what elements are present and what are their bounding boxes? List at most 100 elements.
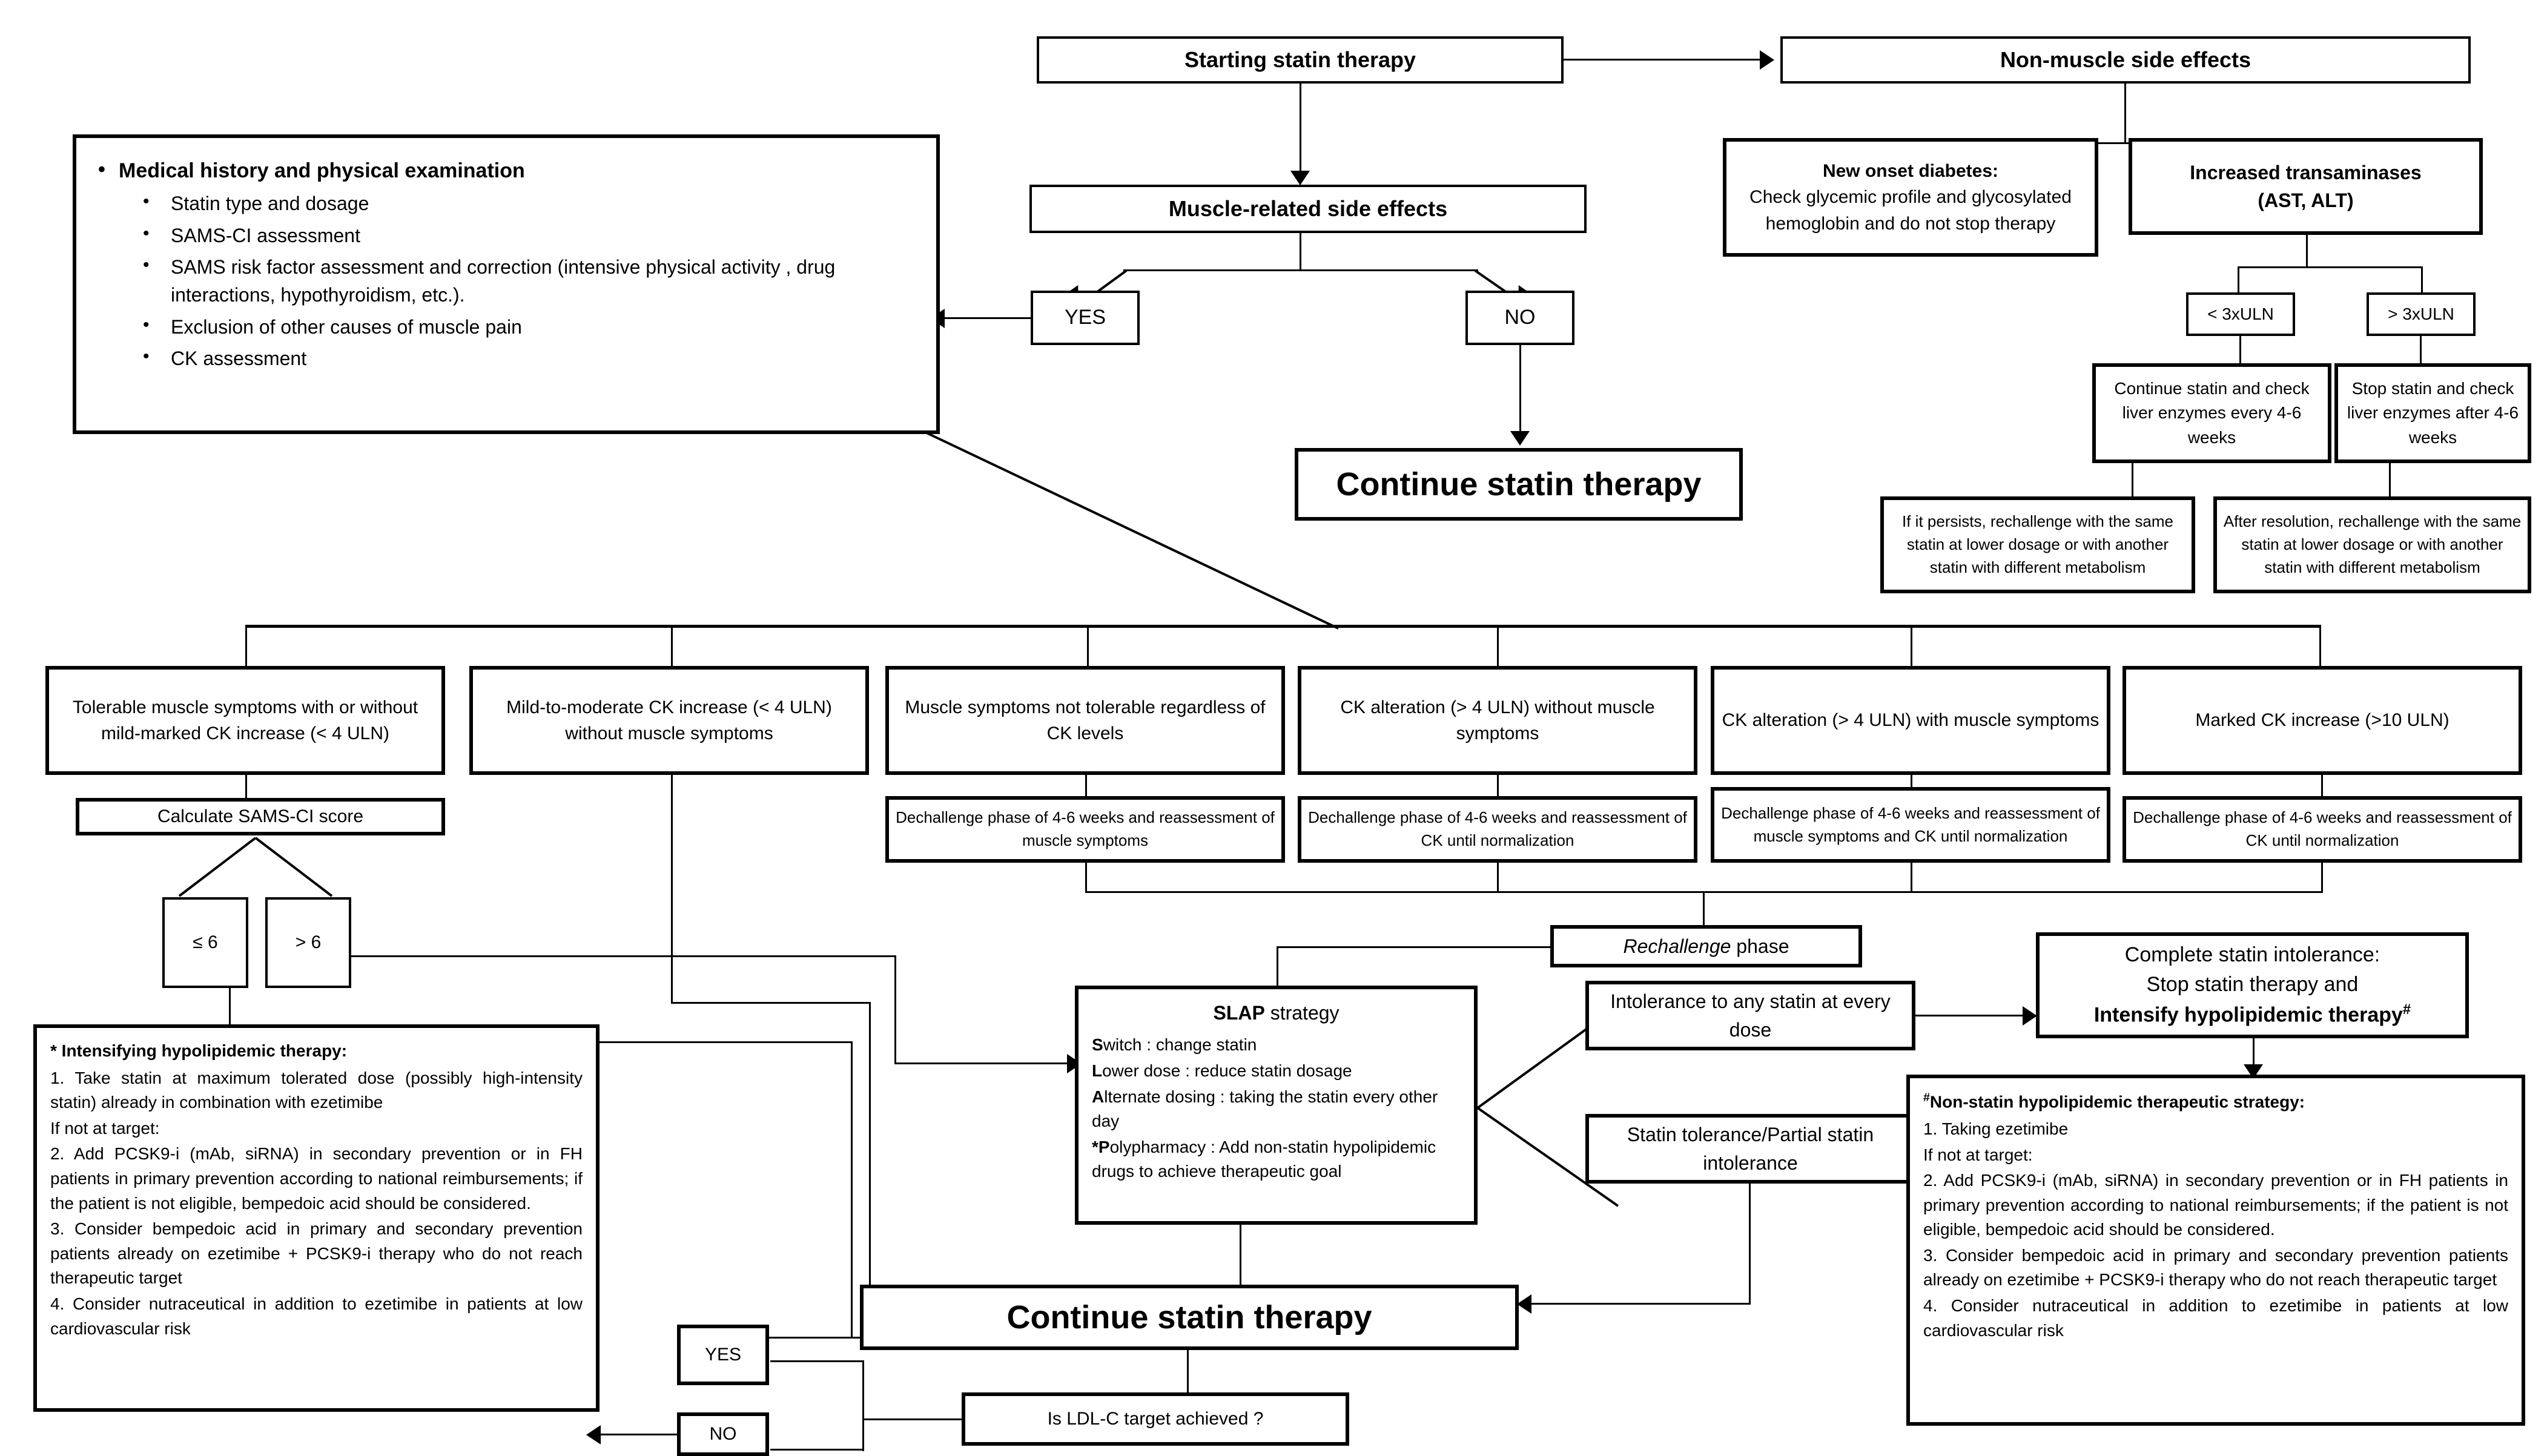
node-rechallenge-phase[interactable]: Rechallenge phase [1550,925,1862,967]
box-new-onset-diabetes[interactable]: New onset diabetes: Check glycemic profi… [1723,138,2098,257]
complete-line1: Complete statin intolerance: [2046,940,2459,970]
box-calculate-sams-ci[interactable]: Calculate SAMS-CI score [76,798,445,835]
category-label: Mild-to-moderate CK increase (< 4 ULN) w… [506,697,832,744]
node-uln-less-3x[interactable]: < 3xULN [2186,292,2295,336]
connector-to-uln-more [2421,266,2423,294]
category-box-2[interactable]: Mild-to-moderate CK increase (< 4 ULN) w… [469,666,869,775]
node-starting-statin-therapy[interactable]: Starting statin therapy [1037,36,1564,84]
box-continue-statin-liver-check[interactable]: Continue statin and check liver enzymes … [2092,363,2331,463]
connector-sams-to-gt6-diagonal [254,837,333,897]
nonstatin-heading-text: Non-statin hypolipidemic therapeutic str… [1929,1092,2305,1112]
connector-gt6-right [351,955,896,957]
connector-cat2-down2 [869,1002,871,1299]
complete-line1-text: Complete statin intolerance: [2124,943,2380,966]
connector-category-bus [245,625,2321,628]
action-box-6[interactable]: Dechallenge phase of 4-6 weeks and reass… [2122,796,2522,863]
box-nonstatin-strategy[interactable]: #Non-statin hypolipidemic therapeutic st… [1906,1075,2525,1426]
category-box-6[interactable]: Marked CK increase (>10 ULN) [2122,666,2522,775]
node-sams-score-le-6[interactable]: ≤ 6 [162,897,248,988]
category-box-5[interactable]: CK alteration (> 4 ULN) with muscle symp… [1711,666,2110,775]
node-statin-tolerance-partial[interactable]: Statin tolerance/Partial statin intolera… [1585,1114,1915,1184]
node-yes-ldl[interactable]: YES [677,1325,769,1385]
connector-cat6-to-action6 [2321,775,2323,799]
connector-nonmuscle-stem [2124,84,2126,144]
transaminases-line2: (AST, ALT) [2138,186,2473,214]
slap-line: Switch : change statin [1092,1033,1461,1058]
slap-initial: A [1092,1087,1105,1106]
history-heading-text: Medical history and physical examination [119,159,525,182]
connector-start-to-nonmuscle [1564,59,1763,61]
node-label: < 3xULN [2207,304,2274,323]
action-box-5[interactable]: Dechallenge phase of 4-6 weeks and reass… [1711,787,2110,863]
connector-continue-to-ldl [1187,1350,1189,1397]
category-box-3[interactable]: Muscle symptoms not tolerable regardless… [885,666,1285,775]
node-uln-more-3x[interactable]: > 3xULN [2367,292,2476,336]
history-item-text: SAMS risk factor assessment and correcti… [171,256,836,306]
nonstatin-paragraph: 1. Taking ezetimibe [1923,1117,2508,1142]
history-item-text: Statin type and dosage [171,193,369,215]
connector-le6-down2 [851,1041,853,1338]
rechallenge-rest: phase [1731,935,1789,957]
history-item-text: SAMS-CI assessment [171,224,360,246]
slap-rest: olypharmacy : Add non-statin hypolipidem… [1092,1137,1436,1181]
category-box-1[interactable]: Tolerable muscle symptoms with or withou… [45,666,445,775]
connector-ldl-to-yes [770,1360,864,1362]
box-stop-statin-liver-check[interactable]: Stop statin and check liver enzymes afte… [2334,363,2531,463]
intensifying-paragraph: 1. Take statin at maximum tolerated dose… [50,1066,583,1115]
action-box-4[interactable]: Dechallenge phase of 4-6 weeks and reass… [1298,796,1697,863]
node-continue-statin-bottom[interactable]: Continue statin therapy [860,1285,1519,1350]
intensifying-paragraph-text: 2. Add PCSK9-i (mAb, siRNA) in secondary… [50,1144,583,1213]
box-complete-statin-intolerance[interactable]: Complete statin intolerance: Stop statin… [2036,932,2469,1038]
slap-rest: lternate dosing : taking the statin ever… [1092,1087,1438,1131]
diabetes-title-text: New onset diabetes: [1822,160,1999,181]
node-is-ldl-target-achieved[interactable]: Is LDL-C target achieved ? [962,1392,1349,1446]
connector-continue-to-persists [2132,463,2133,499]
connector-action6-down [2321,863,2323,893]
box-intensifying-therapy[interactable]: * Intensifying hypolipidemic therapy: 1.… [33,1024,600,1412]
connector-rechallenge-left [1277,946,1553,948]
connector-bus-to-cat5 [1911,625,1912,670]
connector-cat2-down [671,775,673,1004]
intensifying-paragraph-text: 4. Consider nutraceutical in addition to… [50,1294,583,1338]
complete-line3: Intensify hypolipidemic therapy# [2046,1000,2459,1030]
connector-bus-to-rechallenge [1703,891,1705,929]
arrowhead-down-continue [1510,431,1530,446]
slap-initial: *P [1092,1137,1110,1156]
node-yes-muscle[interactable]: YES [1031,291,1140,345]
category-label: CK alteration (> 4 ULN) without muscle s… [1340,697,1655,744]
node-muscle-related-side-effects[interactable]: Muscle-related side effects [1029,185,1587,233]
category-label: Marked CK increase (>10 ULN) [2195,710,2450,731]
action-label: Dechallenge phase of 4-6 weeks and reass… [2133,808,2512,849]
node-label: Is LDL-C target achieved ? [1047,1409,1264,1429]
action-label: Dechallenge phase of 4-6 weeks and reass… [1721,803,2100,845]
node-continue-statin-top[interactable]: Continue statin therapy [1295,448,1743,521]
history-item: CK assessment [134,343,920,372]
node-sams-score-gt-6[interactable]: > 6 [265,897,351,988]
rechallenge-italic: Rechallenge [1623,935,1731,957]
node-intolerance-any-statin[interactable]: Intolerance to any statin at every dose [1585,981,1915,1050]
box-after-resolution-rechallenge[interactable]: After resolution, rechallenge with the s… [2213,496,2531,593]
box-if-persists-rechallenge[interactable]: If it persists, rechallenge with the sam… [1880,496,2195,593]
action-label: Dechallenge phase of 4-6 weeks and reass… [1308,808,1687,849]
category-box-4[interactable]: CK alteration (> 4 ULN) without muscle s… [1298,666,1697,775]
node-no-ldl[interactable]: NO [677,1412,769,1456]
action-box-3[interactable]: Dechallenge phase of 4-6 weeks and reass… [885,796,1285,863]
node-label: NO [709,1424,737,1444]
connector-cat3-to-action3 [1085,775,1087,799]
connector-complete-to-nonstatin [2253,1038,2255,1076]
connector-stop-to-resolution [2389,463,2391,499]
node-non-muscle-side-effects[interactable]: Non-muscle side effects [1780,36,2471,84]
box-increased-transaminases[interactable]: Increased transaminases (AST, ALT) [2129,138,2483,235]
connector-bus-to-cat2 [671,625,673,670]
box-medical-history[interactable]: Medical history and physical examination… [73,134,940,434]
node-label: Continue statin therapy [1336,466,1702,502]
nonstatin-paragraph-text: If not at target: [1923,1145,2033,1164]
node-label: Continue statin and check liver enzymes … [2114,378,2310,447]
connector-tolerance-left [1531,1303,1751,1305]
box-slap-strategy[interactable]: SLAP strategy Switch : change statin Low… [1075,986,1478,1225]
connector-action3-down [1085,863,1087,893]
diabetes-body: Check glycemic profile and glycosylated … [1733,184,2089,237]
node-no-muscle[interactable]: NO [1465,291,1574,345]
transaminases-line2-text: (AST, ALT) [2258,189,2354,211]
